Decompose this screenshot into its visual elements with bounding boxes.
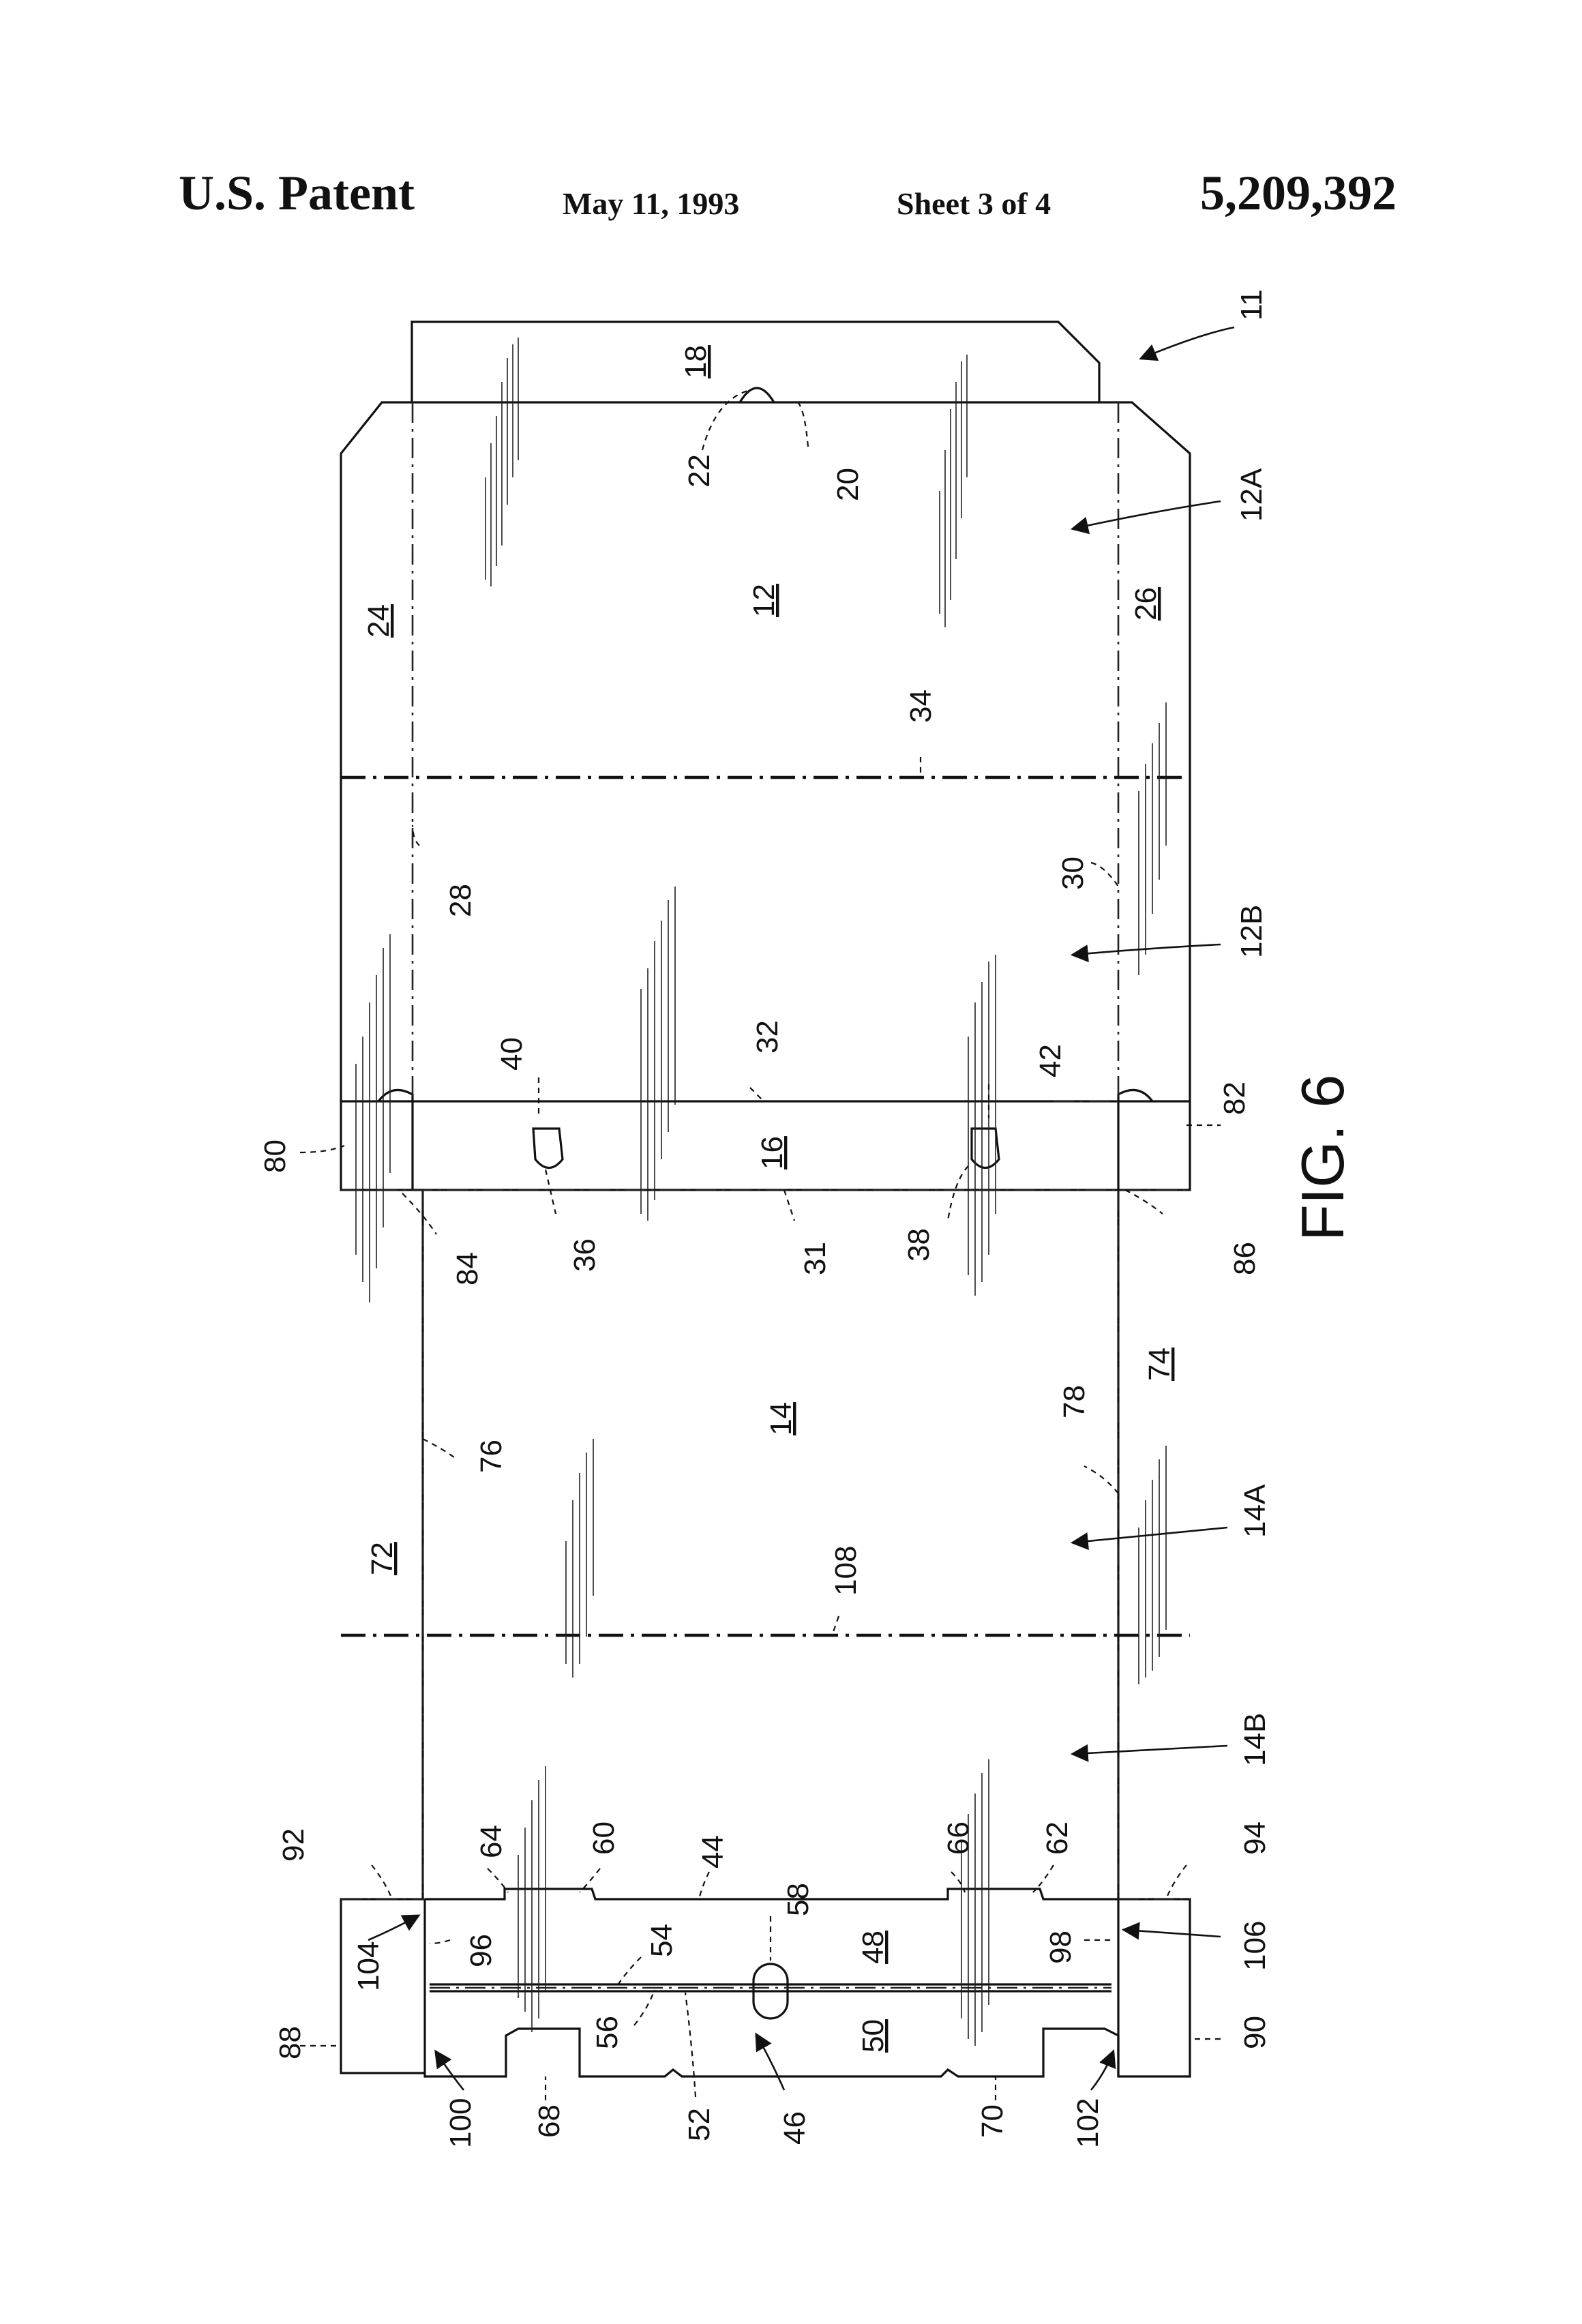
ref-56: 56 [591, 2016, 624, 2049]
ref-64: 64 [475, 1825, 508, 1858]
ref-82: 82 [1218, 1082, 1251, 1115]
ref-30: 30 [1056, 856, 1090, 890]
patent-title: U.S. Patent [179, 166, 415, 220]
panel-16-outline [411, 1100, 1120, 1191]
slot-52 [430, 1983, 1111, 1993]
hand-hole-58 [752, 1963, 789, 2020]
ref-92: 92 [277, 1828, 310, 1862]
ref-78: 78 [1058, 1385, 1091, 1418]
ref-62: 62 [1041, 1821, 1074, 1855]
ref-106: 106 [1238, 1921, 1272, 1971]
ref-66: 66 [942, 1821, 975, 1855]
ref-88: 88 [273, 2026, 307, 2059]
ref-16: 16 [756, 1136, 789, 1170]
ref-18: 18 [679, 345, 713, 378]
ref-68: 68 [533, 2104, 566, 2138]
ref-46: 46 [778, 2111, 811, 2145]
ref-22: 22 [683, 454, 716, 488]
ref-11: 11 [1235, 289, 1268, 321]
ref-96: 96 [464, 1934, 498, 1967]
patent-number: 5,209,392 [1200, 166, 1397, 220]
ref-74: 74 [1143, 1347, 1176, 1381]
ref-12b: 12B [1235, 905, 1268, 958]
ref-54: 54 [645, 1924, 678, 1957]
ref-80: 80 [258, 1139, 292, 1173]
ref-90: 90 [1238, 2016, 1272, 2049]
ref-14b: 14B [1238, 1713, 1272, 1766]
ref-86: 86 [1228, 1242, 1262, 1275]
ref-26: 26 [1129, 587, 1163, 621]
reference-numerals: 11 18 22 20 12A 24 12 26 34 30 28 12B 32… [258, 289, 1356, 2148]
ref-28: 28 [444, 884, 477, 917]
ref-44: 44 [696, 1835, 730, 1868]
ref-50: 50 [856, 2019, 890, 2053]
ref-24: 24 [362, 604, 395, 638]
leaders [299, 326, 1235, 2100]
ref-32: 32 [751, 1020, 784, 1054]
ref-48: 48 [856, 1931, 890, 1964]
notch-40 [532, 1127, 564, 1170]
ref-76: 76 [475, 1440, 508, 1473]
ref-38: 38 [902, 1228, 936, 1262]
blank-outline [340, 321, 1191, 2078]
panel-48-outline [423, 1888, 1120, 2076]
tab-22 [738, 387, 775, 403]
ref-60: 60 [587, 1821, 621, 1855]
ref-42: 42 [1034, 1044, 1067, 1077]
ref-12: 12 [747, 584, 781, 617]
ref-36: 36 [568, 1238, 601, 1272]
ref-108: 108 [829, 1546, 863, 1596]
ref-84: 84 [451, 1252, 484, 1285]
ref-104: 104 [352, 1941, 385, 1991]
notch-42 [970, 1127, 1000, 1170]
ref-102: 102 [1071, 2098, 1105, 2148]
ref-31: 31 [799, 1242, 832, 1275]
ref-94: 94 [1238, 1821, 1272, 1855]
ref-14: 14 [764, 1402, 798, 1435]
ref-58: 58 [781, 1883, 815, 1916]
sheet-number: Sheet 3 of 4 [897, 186, 1051, 221]
patent-date: May 11, 1993 [563, 186, 740, 221]
ref-70: 70 [976, 2104, 1009, 2138]
ref-12a: 12A [1235, 468, 1268, 522]
ref-72: 72 [365, 1542, 399, 1575]
ref-100: 100 [444, 2098, 477, 2148]
ref-52: 52 [683, 2108, 716, 2141]
ref-14a: 14A [1238, 1484, 1272, 1538]
ref-40: 40 [495, 1037, 528, 1071]
ref-20: 20 [831, 468, 865, 501]
ref-98: 98 [1044, 1931, 1077, 1964]
figure-label: FIG. 6 [1289, 1075, 1356, 1242]
ref-34: 34 [904, 689, 938, 723]
shading [355, 338, 1167, 2046]
